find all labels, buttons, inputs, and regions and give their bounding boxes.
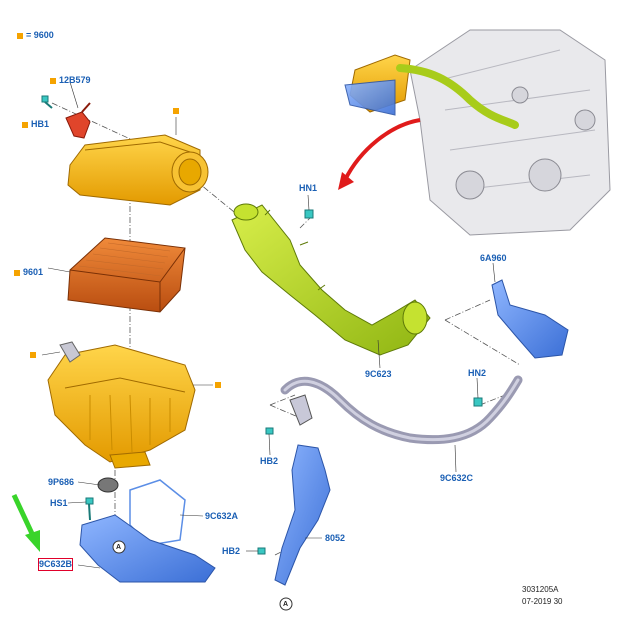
bolt-HS1 — [85, 497, 94, 521]
label-9C632A: 9C632A — [205, 511, 239, 521]
bracket-9C632B — [79, 514, 216, 583]
drawing-date: 07-2019 30 — [522, 597, 563, 606]
grommet-9P686 — [97, 477, 119, 493]
label-9C632C: 9C632C — [440, 473, 474, 483]
label-8052: 8052 — [325, 533, 346, 543]
label-HB2-upper: HB2 — [260, 456, 279, 466]
label-HN2: HN2 — [468, 368, 487, 378]
red-direction-arrow — [343, 118, 421, 181]
air-cleaner-cover — [67, 134, 209, 206]
label-6A960: 6A960 — [480, 253, 507, 263]
label-HB1: HB1 — [22, 119, 49, 130]
label-12B579: 12B579 — [50, 75, 91, 86]
orange-marker-squares — [30, 108, 221, 388]
green-pointer-arrow — [11, 493, 38, 542]
label-9601: 9601 — [14, 267, 43, 278]
bolt-HB2-upper — [265, 427, 274, 435]
engine-block — [344, 29, 611, 236]
clip-HN1 — [304, 209, 314, 219]
legend-text: = 9600 — [26, 30, 54, 40]
bracket-9C632A — [129, 479, 186, 546]
pipe-9C632C — [280, 375, 523, 445]
legend-square-icon — [17, 32, 23, 39]
label-HB2-lower: HB2 — [222, 546, 241, 556]
orange-square-icon — [14, 269, 20, 276]
label-9P686: 9P686 — [48, 477, 75, 487]
callout-a1-letter: A — [116, 544, 122, 551]
bracket-8052 — [274, 444, 331, 586]
bolt-HB1 — [41, 95, 53, 109]
label-HN1: HN1 — [299, 183, 318, 193]
orange-square-icon — [22, 121, 28, 128]
valve-12B579 — [65, 102, 91, 139]
clip-HN2 — [473, 397, 483, 407]
housing-clip — [59, 341, 81, 363]
bolt-HB2-lower — [257, 547, 266, 555]
callout-a2-letter: A — [283, 601, 289, 608]
intake-duct-9C623 — [231, 203, 431, 356]
bracket-6A960 — [491, 279, 569, 359]
green-arrow-head — [25, 530, 40, 552]
label-HS1: HS1 — [50, 498, 68, 508]
legend: = 9600 — [17, 30, 54, 40]
air-cleaner-lower-housing — [47, 344, 196, 469]
callout-circle-a2 — [279, 597, 293, 611]
leader-lines — [41, 81, 496, 569]
label-9C632B-highlighted: 9C632B — [37, 558, 74, 571]
label-9C623: 9C623 — [365, 369, 392, 379]
drawing-number: 3031205A — [522, 585, 559, 594]
red-arrow-head — [338, 172, 354, 190]
callout-circle-a1 — [112, 540, 126, 554]
air-filter-9601 — [67, 237, 186, 313]
orange-square-icon — [50, 77, 56, 84]
